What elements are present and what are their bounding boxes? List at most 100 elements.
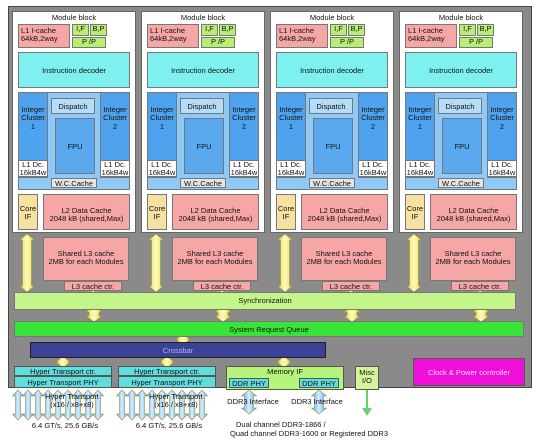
instruction-fetch: I,F — [72, 24, 89, 36]
memory-if-title: Memory IF — [267, 367, 303, 376]
core-if-line1: Core — [148, 204, 166, 213]
misc-io: Misc I/O — [355, 366, 379, 390]
predecode-pick: P /P — [201, 37, 235, 48]
l2-data-cache-line2: 2048 kB (shared,Max) — [49, 214, 124, 224]
module-block-2: Module block L1 I-cache 64kB,2way I,F B,… — [141, 11, 265, 233]
integer-cluster-2-line3: 2 — [499, 121, 505, 131]
fpu: FPU — [184, 118, 224, 174]
instruction-fetch: I,F — [201, 24, 218, 36]
module-block-3: Module block L1 I-cache 64kB,2way I,F B,… — [270, 11, 394, 233]
l1-icache-line2: 64kB,2way — [150, 34, 187, 44]
l3-cache-ctr-1: L3 cache ctr. — [64, 281, 122, 291]
core-if: Core IF — [276, 194, 296, 230]
synchronization-bar: Synchronization — [14, 292, 516, 310]
instruction-fetch: I,F — [330, 24, 347, 36]
l3-line2: 2MB for each Modules — [306, 257, 382, 267]
branch-predictor: B,P — [348, 24, 365, 36]
l2-data-cache-line1: L2 Data Cache — [319, 206, 370, 215]
dispatch: Dispatch — [180, 98, 224, 114]
integer-cluster-2-line2: Cluster — [490, 113, 514, 123]
l1-dcache-1: L1 Dc. 16kB4w — [18, 160, 48, 177]
ddr-phy-left: DDR PHY — [229, 378, 269, 388]
l1-dcache-1: L1 Dc. 16kB4w — [147, 160, 177, 177]
integer-cluster-2-line1: Integer — [361, 105, 385, 114]
l2-data-cache-line2: 2048 kB (shared,Max) — [307, 214, 382, 224]
ht-link-2-line2: (x16 / x8+x8) — [154, 400, 198, 410]
ht-lane-arrow-10 — [115, 389, 129, 421]
predecode-pick: P /P — [330, 37, 364, 48]
integer-cluster-1-line2: Cluster — [150, 113, 174, 123]
hyper-transport-phy-1: Hyper Transport PHY — [14, 376, 112, 388]
l3-line2: 2MB for each Modules — [48, 257, 124, 267]
l1-icache: L1 I-cache 64kB,2way — [147, 24, 199, 48]
ht-lane-arrow-16 — [175, 389, 189, 421]
ddr3-arrow-left — [240, 389, 258, 415]
ht-lane-arrow-7 — [71, 389, 85, 421]
fpu: FPU — [442, 118, 482, 174]
branch-predictor: B,P — [90, 24, 107, 36]
hyper-transport-ctr-1: Hyper Transport ctr. — [14, 366, 112, 376]
module-sync-arrow-1 — [18, 233, 36, 293]
core-if: Core IF — [405, 194, 425, 230]
l1-dcache-1-line1: L1 Dc. — [22, 160, 44, 169]
fpu: FPU — [313, 118, 353, 174]
crossbar: Crossbar — [30, 342, 326, 358]
l1-dcache-1: L1 Dc. 16kB4w — [405, 160, 435, 177]
ht-link-label-2: Hyper Transport (x16 / x8+x8) — [140, 392, 212, 410]
module-title: Module block — [180, 13, 226, 22]
ht-lane-arrow-14 — [155, 389, 169, 421]
integer-cluster-2-line3: 2 — [112, 121, 118, 131]
l1-dcache-1-line2: 16kB4w — [19, 168, 47, 178]
ht-speed-1: 6.4 GT/s, 25.6 GB/s — [31, 421, 99, 430]
ht-lane-arrow-13 — [145, 389, 159, 421]
dispatch: Dispatch — [309, 98, 353, 114]
integer-cluster-1-line2: Cluster — [279, 113, 303, 123]
ht-lane-arrow-4 — [41, 389, 55, 421]
l1-dcache-2: L1 Dc. 16kB4w — [100, 160, 130, 177]
write-coalescing-cache: W.C.Cache — [51, 178, 97, 188]
ht-lane-arrow-6 — [61, 389, 75, 421]
core-if-line2: IF — [411, 212, 419, 222]
fpu: FPU — [55, 118, 95, 174]
l1-icache: L1 I-cache 64kB,2way — [18, 24, 70, 48]
ddr3-arrow-right — [310, 389, 328, 415]
l2-data-cache-line2: 2048 kB (shared,Max) — [436, 214, 511, 224]
l1-dcache-2-line1: L1 Dc. — [362, 160, 384, 169]
l2-data-cache: L2 Data Cache 2048 kB (shared,Max) — [301, 194, 388, 230]
integer-cluster-2-line2: Cluster — [103, 113, 127, 123]
ht-lane-arrow-9 — [91, 389, 105, 421]
shared-l3-cache-1: Shared L3 cache 2MB for each Modules — [43, 237, 129, 281]
ht-lane-arrow-12 — [135, 389, 149, 421]
core-if-line2: IF — [282, 212, 290, 222]
l1-dcache-2: L1 Dc. 16kB4w — [229, 160, 259, 177]
system-request-queue: System Request Queue — [14, 321, 524, 337]
ht-lane-arrow-18 — [195, 389, 209, 421]
shared-l3-cache-3: Shared L3 cache 2MB for each Modules — [301, 237, 387, 281]
write-coalescing-cache: W.C.Cache — [180, 178, 226, 188]
integer-cluster-2-line1: Integer — [232, 105, 256, 114]
l2-data-cache: L2 Data Cache 2048 kB (shared,Max) — [172, 194, 259, 230]
core-if-line1: Core — [19, 204, 37, 213]
integer-cluster-1-line2: Cluster — [21, 113, 45, 123]
l3-line2: 2MB for each Modules — [177, 257, 253, 267]
ddr-note-line1: Dual channel DDR3-1866 / — [236, 420, 326, 429]
dispatch: Dispatch — [51, 98, 95, 114]
l3-line2: 2MB for each Modules — [435, 257, 511, 267]
l1-icache-line2: 64kB,2way — [21, 34, 58, 44]
ht-lane-arrow-11 — [125, 389, 139, 421]
ht-speed-2: 6.4 GT/s, 25.6 GB/s — [135, 421, 203, 430]
l3-cache-ctr-4: L3 cache ctr. — [451, 281, 509, 291]
integer-cluster-1-line3: 1 — [417, 121, 423, 131]
integer-cluster-2-line1: Integer — [490, 105, 514, 114]
misc-io-line1: Misc — [359, 368, 375, 377]
core-if: Core IF — [18, 194, 38, 230]
ht-lane-arrow-1 — [11, 389, 25, 421]
l2-data-cache: L2 Data Cache 2048 kB (shared,Max) — [430, 194, 517, 230]
l1-dcache-1-line1: L1 Dc. — [409, 160, 431, 169]
integer-cluster-1-line3: 1 — [288, 121, 294, 131]
integer-cluster-2-line3: 2 — [241, 121, 247, 131]
integer-cluster-1-line3: 1 — [159, 121, 165, 131]
l1-icache-line2: 64kB,2way — [408, 34, 445, 44]
l2-data-cache-line2: 2048 kB (shared,Max) — [178, 214, 253, 224]
l1-dcache-2-line2: 16kB4w — [230, 168, 258, 178]
